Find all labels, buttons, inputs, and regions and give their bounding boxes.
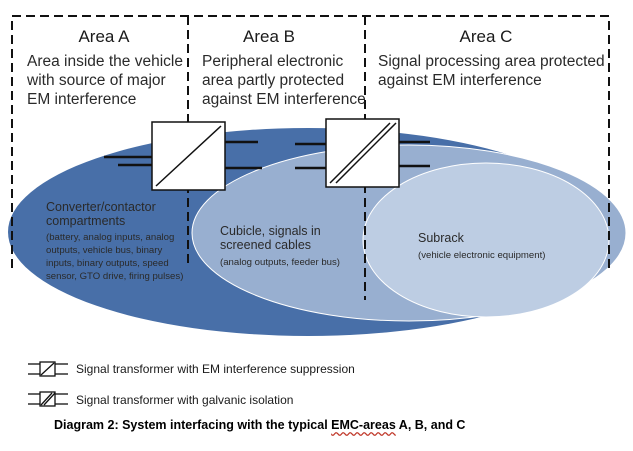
- interference-suppression-transformer-icon: [28, 361, 68, 377]
- area-b-desc-3: against EM interference: [202, 91, 366, 108]
- converter-zone-detail-4: sensor, GTO drive, firing pulses): [46, 271, 183, 282]
- area-a-desc-1: Area inside the vehicle: [27, 53, 183, 70]
- galvanic-isolation-transformer-icon: [28, 391, 68, 407]
- subrack-zone-detail: (vehicle electronic equipment): [418, 250, 545, 261]
- area-c-title: Area C: [460, 27, 513, 46]
- converter-zone-detail-2: outputs, vehicle bus, binary: [46, 245, 162, 256]
- caption-text-underlined: EMC-areas: [331, 418, 396, 432]
- area-outer-border: [11, 15, 610, 268]
- cubicle-zone-title-1: Cubicle, signals in: [220, 224, 321, 238]
- area-b-title: Area B: [243, 27, 295, 46]
- converter-zone-detail-3: inputs, binary outputs, speed: [46, 258, 169, 269]
- area-a-desc-3: EM interference: [27, 91, 136, 108]
- cubicle-zone-title-2: screened cables: [220, 238, 311, 252]
- subrack-zone-title: Subrack: [418, 231, 465, 245]
- area-a-desc-2: with source of major: [26, 72, 166, 89]
- signal-transformer-ab: [151, 121, 226, 191]
- converter-zone-title-1: Converter/contactor: [46, 200, 156, 214]
- area-c-desc-1: Signal processing area protected: [378, 53, 605, 70]
- legend: Signal transformer with EM interference …: [28, 361, 355, 407]
- signal-transformer-bc: [325, 118, 400, 188]
- legend-label-suppression: Signal transformer with EM interference …: [76, 362, 355, 376]
- converter-zone-title-2: compartments: [46, 214, 125, 228]
- caption-text-after: A, B, and C: [395, 418, 466, 432]
- cubicle-zone-detail-1: (analog outputs, feeder bus): [220, 257, 340, 268]
- subrack-ellipse: [362, 162, 610, 318]
- area-c-desc-2: against EM interference: [378, 72, 542, 89]
- converter-zone-detail-1: (battery, analog inputs, analog: [46, 232, 174, 243]
- signal-lines: [104, 140, 430, 170]
- caption-text-before: Diagram 2: System interfacing with the t…: [54, 418, 332, 432]
- legend-label-galvanic: Signal transformer with galvanic isolati…: [76, 393, 293, 407]
- area-b-desc-2: area partly protected: [202, 72, 344, 89]
- area-a-title: Area A: [78, 27, 130, 46]
- area-b-desc-1: Peripheral electronic: [202, 53, 344, 70]
- diagram-caption: Diagram 2: System interfacing with the t…: [54, 418, 465, 432]
